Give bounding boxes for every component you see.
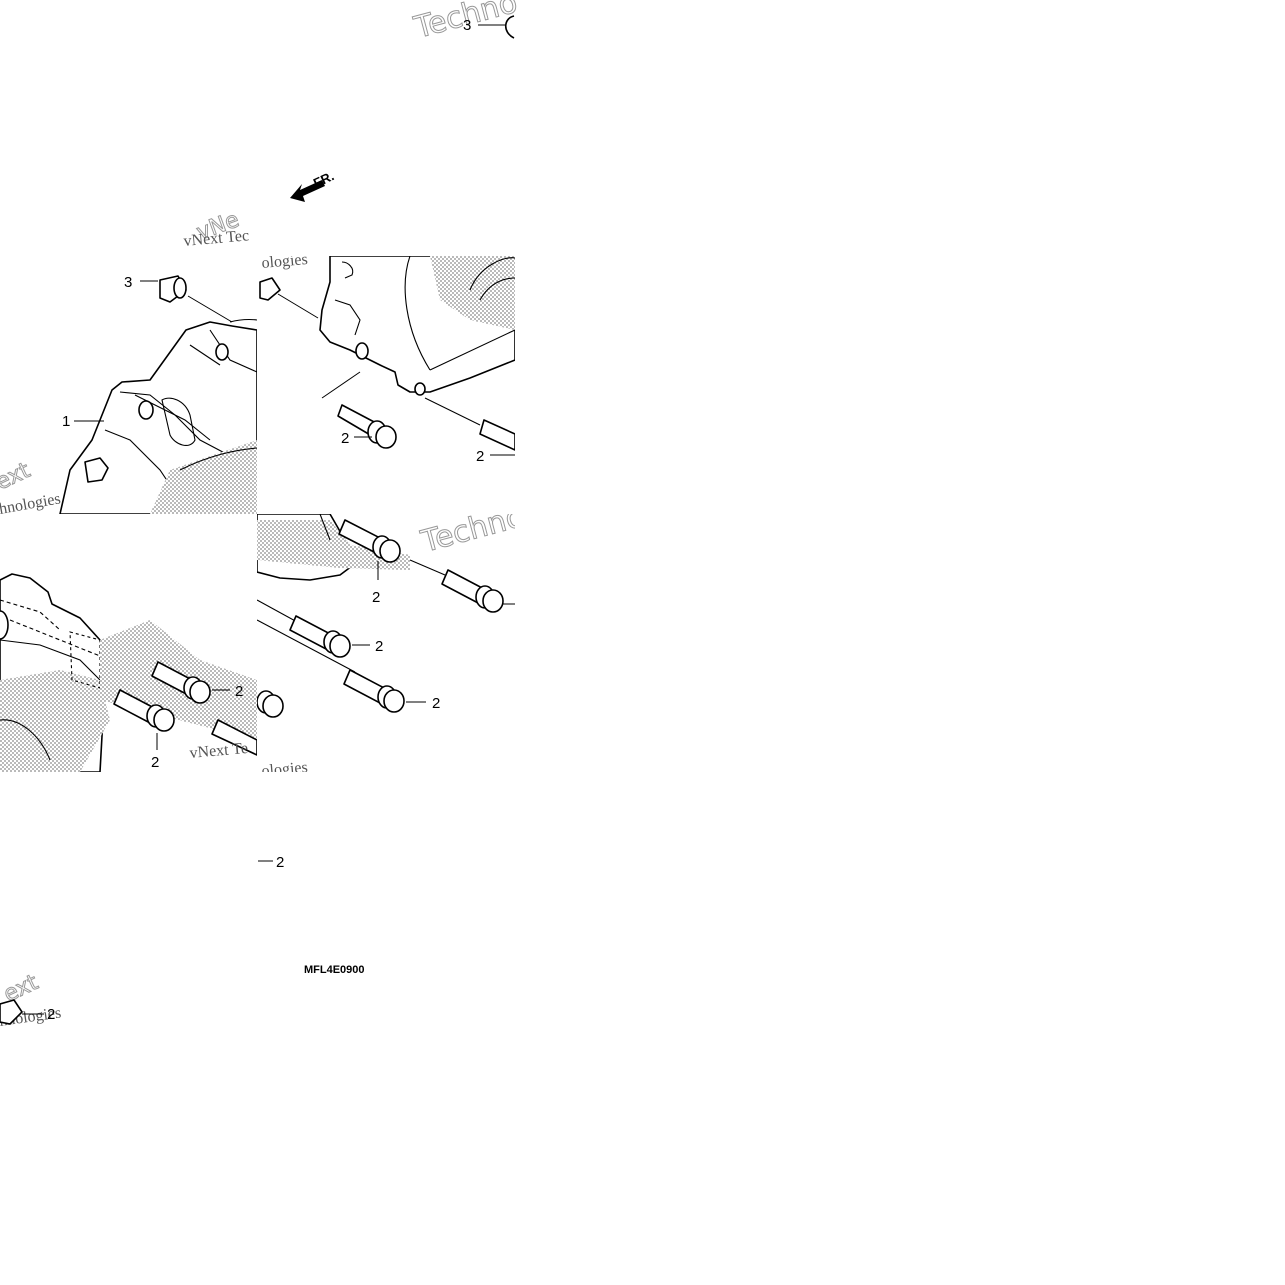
tile-bottom-right: Techno 2 2 2 — [257, 499, 528, 780]
flange-bolt — [151, 661, 211, 704]
front-arrow-icon — [290, 180, 325, 202]
mounting-hole — [215, 343, 229, 361]
logo-shading — [430, 256, 515, 330]
flange-bolt — [113, 689, 175, 732]
mounting-hole — [414, 382, 426, 396]
logo-shading — [0, 670, 110, 772]
logo-shading — [257, 520, 410, 570]
watermark-vnext-2: vNext Te — [189, 740, 249, 762]
logo-shading — [150, 440, 257, 514]
callout-2-lower: 2 — [47, 1006, 55, 1023]
callout-2-bolt-f: 2 — [375, 638, 383, 655]
tile-top-right: ologies 2 2 — [259, 251, 515, 465]
watermark-ologies-2: ologies — [261, 759, 309, 780]
callout-2-bolt-d: 2 — [151, 754, 159, 771]
callout-2-bolt-e: 2 — [372, 589, 380, 606]
watermark-ext: ext — [0, 458, 34, 496]
tile-bottom-left: 2 2 vNext Te — [0, 573, 257, 772]
flange-bolt — [343, 669, 405, 713]
mounting-hole — [355, 342, 369, 360]
callout-2-bolt-g: 2 — [432, 695, 440, 712]
mounting-hole — [138, 400, 154, 420]
dowel-spacer — [259, 277, 281, 301]
flange-bolt-head — [257, 690, 284, 718]
watermark-hnologies: hnologies — [0, 490, 62, 518]
callout-2-bolt-b: 2 — [476, 448, 484, 465]
callout-2-mid: 2 — [276, 854, 284, 871]
flange-bolt — [409, 559, 504, 613]
watermark-ologies: ologies — [261, 251, 309, 272]
front-direction-indicator: FR. — [290, 168, 336, 202]
below-fragments: 2 MFL4E0900 ext hnologies 2 — [0, 854, 365, 1030]
watermark-vnext: vNext Tec — [183, 227, 250, 250]
watermark-techno-2: Techno — [417, 499, 528, 560]
flange-bolt — [424, 397, 515, 451]
flange-bolt — [338, 519, 401, 563]
top-fragment: Techno 3 — [410, 0, 522, 46]
flange-bolt — [289, 615, 351, 658]
flange-bolt — [321, 371, 397, 449]
callout-2-bolt-c: 2 — [235, 683, 243, 700]
bolt-fragment — [0, 999, 23, 1025]
callout-3-top: 3 — [463, 17, 471, 34]
callout-2-bolt-a: 2 — [341, 430, 349, 447]
callout-1-cover: 1 — [62, 413, 70, 430]
direction-label: FR. — [311, 168, 336, 190]
diagram-code: MFL4E0900 — [304, 964, 365, 976]
spacer-fragment — [504, 15, 515, 39]
callout-3-spacer: 3 — [124, 274, 132, 291]
tile-top-left: 3 1 ext hnologies — [0, 274, 257, 518]
